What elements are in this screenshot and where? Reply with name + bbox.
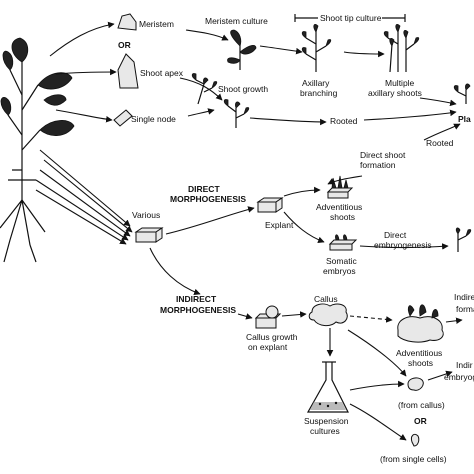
adv-shoots-b-label-2: shoots — [408, 358, 433, 368]
or-label-bottom: OR — [414, 416, 427, 426]
meristem-plantlet-icon — [227, 29, 257, 70]
suspension-label-1: Suspension — [304, 416, 349, 426]
plants-label: Pla — [458, 114, 471, 124]
various-label: Various — [132, 210, 160, 220]
meristem-culture-label: Meristem culture — [205, 16, 268, 26]
indirect-emb-label-2: embryoge — [444, 372, 474, 382]
axillary-branching-label-2: branching — [300, 88, 338, 98]
or-label-top: OR — [118, 40, 131, 50]
adv-shoots-b-label-1: Adventitious — [396, 348, 442, 358]
direct-morph-label-1: DIRECT — [188, 184, 220, 194]
adventitious-shoots-label-1: Adventitious — [316, 202, 362, 212]
somatic-label-1: Somatic — [326, 256, 357, 266]
callus-growth-explant-icon — [254, 305, 282, 329]
direct-shoot-label-1: Direct shoot — [360, 150, 406, 160]
indirect-form-label-1: Indirect — [454, 292, 474, 302]
shoot-apex-label: Shoot apex — [140, 68, 184, 78]
callus-label: Callus — [314, 294, 338, 304]
direct-embryo-label-2: embryogenesis — [374, 240, 432, 250]
shoot-tip-culture-bracket — [294, 14, 406, 22]
rooted-label-2: Rooted — [426, 138, 454, 148]
plants-icon — [453, 83, 471, 104]
callus-growth-label-2: on explant — [248, 342, 288, 352]
shoot-growth-icon — [191, 73, 250, 128]
callus-mass-icon — [308, 303, 348, 327]
suspension-flask-icon — [306, 361, 349, 413]
adventitious-shoots-label-2: shoots — [330, 212, 355, 222]
indirect-emb-label-1: Indir — [456, 360, 473, 370]
flow-arrows — [35, 21, 463, 441]
multiple-axillary-shoots-icon — [383, 24, 420, 73]
direct-morph-label-2: MORPHOGENESIS — [170, 194, 246, 204]
direct-shoot-label-2: formation — [360, 160, 396, 170]
mother-plant-icon — [0, 37, 75, 263]
suspension-label-2: cultures — [310, 426, 340, 436]
single-node-label: Single node — [131, 114, 176, 124]
indirect-morph-label-1: INDIRECT — [176, 294, 217, 304]
shoot-tip-culture-label: Shoot tip culture — [320, 13, 382, 23]
adventitious-shoots-icon — [326, 175, 354, 199]
meristem-label: Meristem — [139, 19, 174, 29]
rooted-label-1: Rooted — [330, 116, 358, 126]
various-explant-block-icon — [134, 227, 164, 243]
direct-embryo-label-1: Direct — [384, 230, 407, 240]
meristem-icon — [117, 13, 137, 31]
embryo-plantlet-icon — [455, 227, 472, 252]
axillary-branching-icon — [301, 24, 332, 72]
embryo-from-callus-icon — [407, 377, 424, 391]
shoot-growth-label: Shoot growth — [218, 84, 268, 94]
single-node-icon — [113, 109, 133, 127]
adventitious-shoots-callus-icon — [397, 304, 444, 343]
indirect-morph-label-2: MORPHOGENESIS — [160, 305, 236, 315]
somatic-embryos-icon — [328, 234, 358, 251]
multiple-axillary-label-1: Multiple — [385, 78, 415, 88]
callus-growth-label-1: Callus growth — [246, 332, 298, 342]
from-callus-label: (from callus) — [398, 400, 445, 410]
from-single-cells-label: (from single cells) — [380, 454, 447, 464]
explant-label: Explant — [265, 220, 294, 230]
somatic-label-2: embryos — [323, 266, 356, 276]
embryo-from-cells-icon — [411, 433, 420, 447]
explant-block-icon — [256, 197, 284, 213]
multiple-axillary-label-2: axillary shoots — [368, 88, 422, 98]
axillary-branching-label-1: Axillary — [302, 78, 330, 88]
shoot-apex-icon — [117, 53, 139, 89]
indirect-form-label-2: forma — [456, 304, 474, 314]
